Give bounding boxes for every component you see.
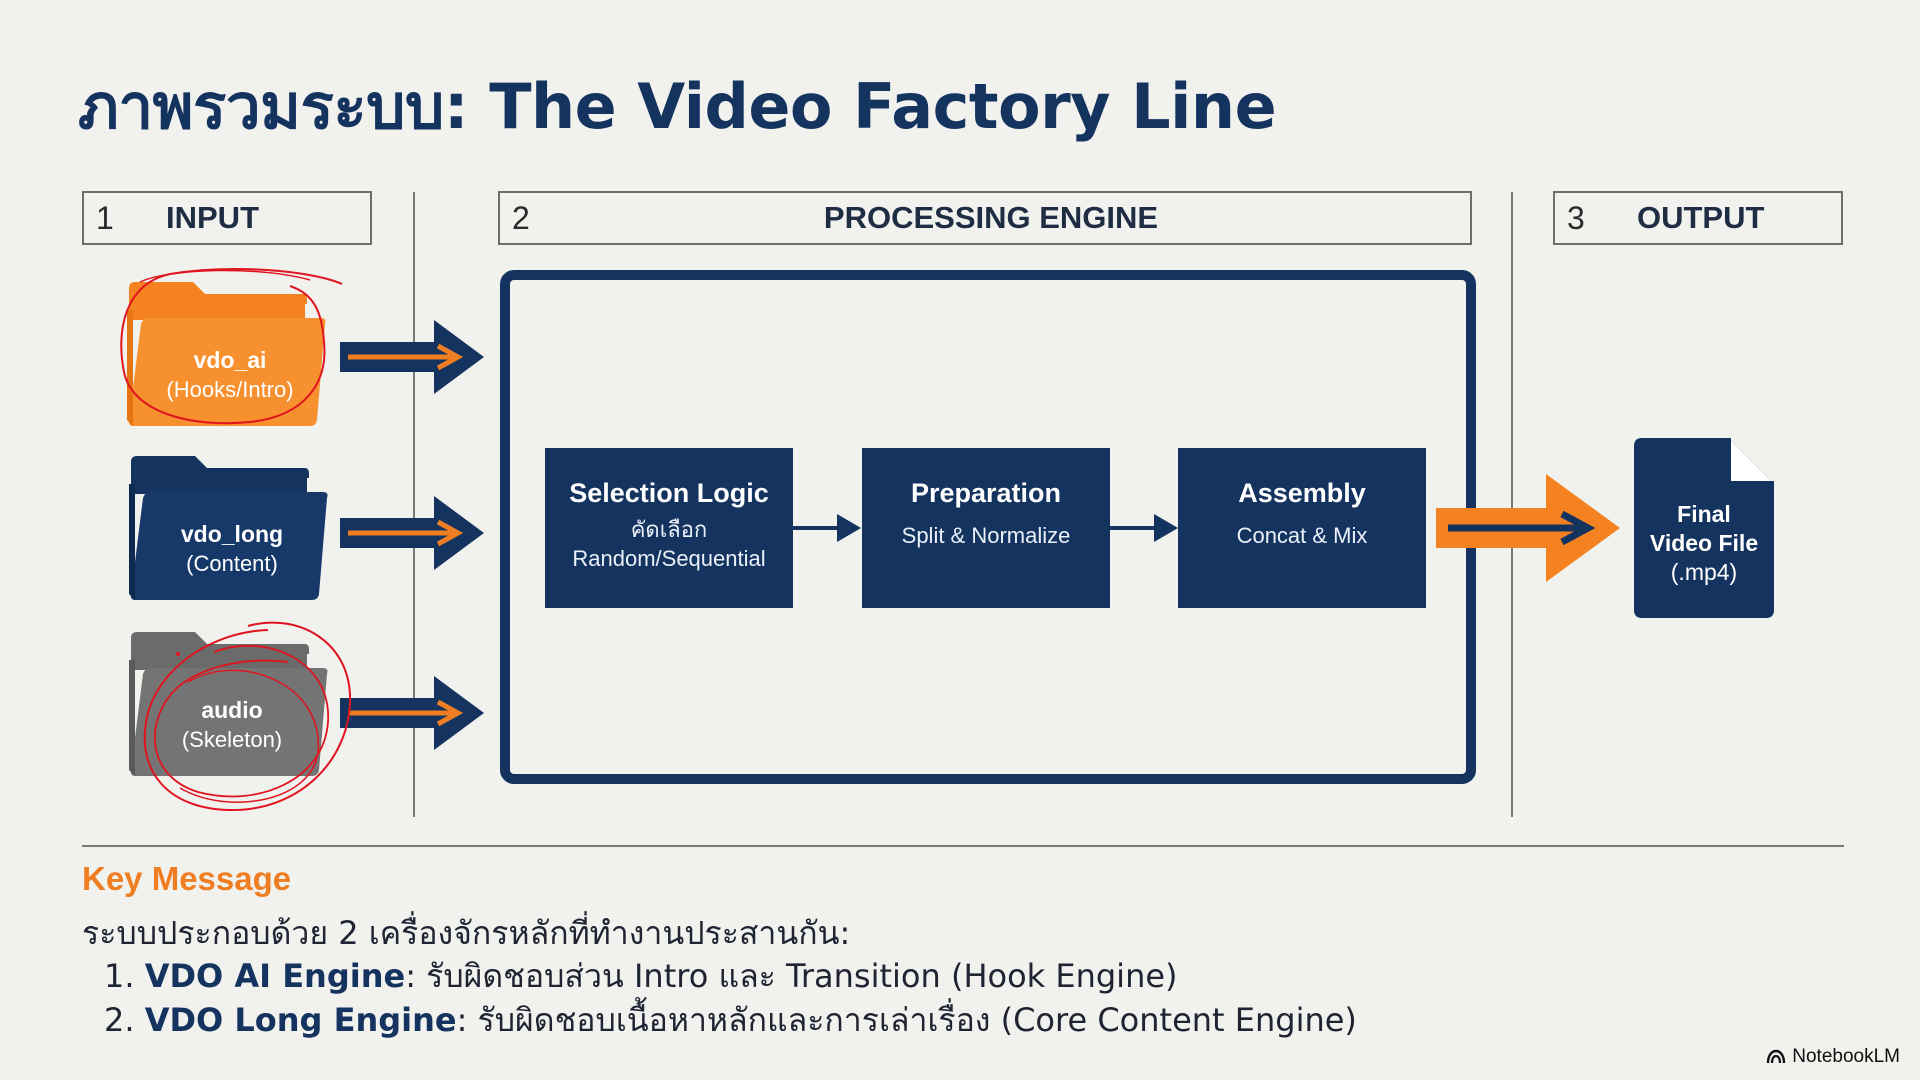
input-arrow-3: [340, 676, 484, 750]
folder-name: vdo_ai: [193, 347, 267, 373]
column-divider-right: [1511, 192, 1513, 817]
key-message-item: 2. VDO Long Engine: รับผิดชอบเนื้อหาหลัก…: [104, 995, 1357, 1046]
stage-header-input: 1 INPUT: [82, 191, 372, 245]
folder-name: vdo_long: [180, 521, 284, 547]
step-title: Selection Logic: [569, 478, 769, 508]
column-divider-left: [413, 192, 415, 817]
folder-subtitle: (Skeleton): [181, 727, 283, 752]
item-number: 2.: [104, 1001, 135, 1039]
folder-subtitle: (Hooks/Intro): [166, 377, 294, 402]
stage-number: 3: [1567, 199, 1585, 236]
stage-header-output: 3 OUTPUT: [1553, 191, 1843, 245]
folder-subtitle: (Content): [186, 551, 278, 576]
item-description: : รับผิดชอบเนื้อหาหลักและการเล่าเรื่อง (…: [456, 1001, 1357, 1039]
step-title: Preparation: [910, 478, 1062, 508]
key-message-item: 1. VDO AI Engine: รับผิดชอบส่วน Intro แล…: [104, 951, 1178, 1002]
folder-vdo-long: vdo_long (Content): [127, 454, 337, 604]
item-number: 1.: [104, 957, 135, 995]
step-arrow-2: [1110, 514, 1178, 542]
output-arrow: [1436, 474, 1620, 582]
page-title: ภาพรวมระบบ: The Video Factory Line: [78, 70, 1277, 143]
step-subtitle: Split & Normalize: [901, 523, 1071, 548]
step-subtitle: คัดเลือก: [630, 517, 708, 542]
stage-label: PROCESSING ENGINE: [823, 200, 1159, 235]
folder-icon: [129, 632, 328, 776]
step-subtitle-2: Random/Sequential: [572, 546, 766, 571]
key-message-intro: ระบบประกอบด้วย 2 เครื่องจักรหลักที่ทำงาน…: [82, 914, 851, 952]
step-assembly: Assembly Concat & Mix: [1178, 448, 1426, 608]
step-arrow-1: [793, 514, 861, 542]
item-name: VDO AI Engine: [144, 957, 406, 995]
step-selection-logic: Selection Logic คัดเลือก Random/Sequenti…: [545, 448, 793, 608]
key-message-title: Key Message: [82, 860, 292, 897]
annotation-circle-1: [120, 268, 343, 425]
section-divider: [82, 845, 1844, 847]
input-arrow-1: [340, 320, 484, 394]
output-line-2: Video File: [1649, 530, 1759, 556]
folder-vdo-ai: vdo_ai (Hooks/Intro): [125, 280, 335, 430]
output-line-1: Final: [1677, 501, 1731, 527]
stage-label: INPUT: [166, 200, 259, 235]
output-file-label: Final Video File (.mp4): [1634, 500, 1774, 587]
folder-icon: [129, 456, 328, 600]
folder-audio: audio (Skeleton): [127, 630, 337, 780]
input-arrow-2: [340, 496, 484, 570]
item-name: VDO Long Engine: [144, 1001, 457, 1039]
brand-watermark: NotebookLM: [1766, 1046, 1900, 1068]
item-description: : รับผิดชอบส่วน Intro และ Transition (Ho…: [405, 957, 1178, 995]
step-subtitle: Concat & Mix: [1236, 523, 1368, 548]
notebooklm-logo-icon: [1767, 1049, 1786, 1064]
video-file-icon: [1634, 438, 1774, 618]
stage-header-processing: 2 PROCESSING ENGINE: [498, 191, 1472, 245]
brand-name: NotebookLM: [1792, 1046, 1900, 1067]
step-title: Assembly: [1238, 478, 1366, 508]
output-line-3: (.mp4): [1670, 559, 1738, 585]
annotation-circle-2: [143, 621, 352, 812]
step-preparation: Preparation Split & Normalize: [862, 448, 1110, 608]
stage-number: 1: [96, 199, 114, 236]
stage-label: OUTPUT: [1637, 200, 1765, 235]
folder-name: audio: [201, 697, 263, 723]
folder-icon: [127, 282, 326, 426]
